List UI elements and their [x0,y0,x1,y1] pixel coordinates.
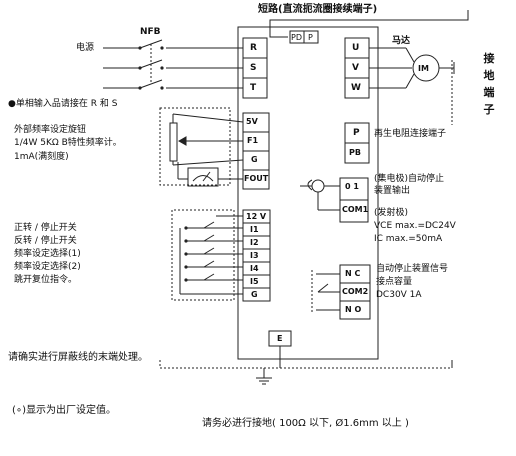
relay-note-3: DC30V 1A [376,290,422,300]
pd-label: PD [291,33,302,42]
terminal-i1: I1 [250,225,259,234]
diagram-title: 短路(直流扼流圈接续端子) [258,4,378,15]
nfb-label: NFB [140,27,161,37]
terminal-v: V [352,63,359,73]
oc-note-1b: 装置输出 [374,186,411,196]
digital-label-3: 频率设定选择(1) [14,249,81,259]
terminal-nc: N C [345,269,361,278]
single-phase-note: ●单相输入品请接在 R 和 S [8,99,118,109]
terminal-s: S [250,63,257,73]
terminal-com1: COM1 [342,205,369,214]
optocoupler-arc [307,179,313,191]
terminal-no: N O [345,305,362,314]
brake-note: 再生电阻连接端子 [374,129,447,139]
terminal-t: T [250,83,257,93]
terminal-e: E [277,334,283,343]
terminal-g2: G [251,290,258,299]
oc-note-2c: IC max.=50mA [374,234,443,244]
power-label: 电源 [76,43,95,53]
pot-note-1: 外部频率设定旋钮 [14,125,87,135]
terminal-r: R [250,43,257,53]
pot-note-2: 1/4W 5KΩ B特性频率计。 [14,138,122,148]
digital-label-4: 频率设定选择(2) [14,262,81,272]
terminal-com2: COM2 [342,287,369,296]
terminal-u: U [352,43,360,53]
terminal-f1: F1 [247,136,259,145]
oc-note-2a: (发射极) [374,208,409,218]
terminal-5v: 5V [246,117,258,126]
pot-note-3: 1mA(满刻度) [14,152,69,162]
relay-note-1: 自动停止装置信号 [376,264,449,274]
terminal-i2: I2 [250,238,259,247]
digital-terminal-strip [242,209,271,302]
frequency-meter [187,167,219,187]
ground-note: 请务必进行接地( 100Ω 以下, Ø1.6mm 以上 ) [202,418,409,429]
digital-label-5: 跳开复位指令。 [14,275,78,285]
inverter-body [237,26,379,360]
terminal-i3: I3 [250,251,259,260]
digital-label-2: 反转 / 停止开关 [14,236,77,246]
relay-note-2: 接点容量 [376,277,413,287]
terminal-i5: I5 [250,277,259,286]
terminal-i4: I4 [250,264,259,273]
terminal-g: G [251,155,258,164]
terminal-01: 0 1 [345,182,359,191]
default-note: (∘)显示为出厂设定值。 [12,405,117,416]
motor-label: 马达 [392,36,411,46]
p-label: P [308,33,313,42]
terminal-fout: FOUT [244,174,269,183]
digital-label-1: 正转 / 停止开关 [14,223,77,233]
shield-note: 请确实进行屏蔽线的末端处理。 [8,352,148,363]
ground-terminal-label: 接地端子 [483,52,495,116]
potentiometer [169,122,178,162]
digital-switches [171,209,243,301]
terminal-pb: PB [349,148,361,157]
terminal-12v: 12 V [246,212,267,221]
motor-symbol: IM [418,64,429,73]
terminal-w: W [351,83,361,93]
oc-note-1a: (集电极)自动停止 [374,174,445,184]
terminal-p: P [353,128,360,138]
oc-note-2b: VCE max.=DC24V [374,221,456,231]
